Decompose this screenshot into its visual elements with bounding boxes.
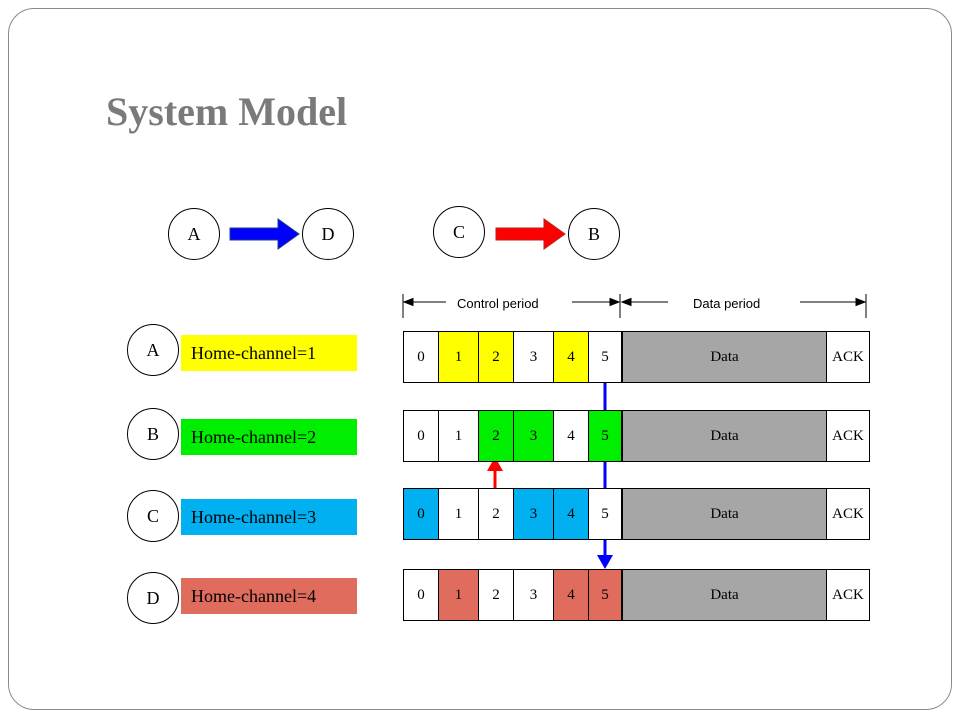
ack-block-a: ACK <box>826 331 870 383</box>
home-channel-label-c: Home-channel=3 <box>181 499 357 535</box>
node-circle-c: C <box>127 490 179 542</box>
flow-node-c: C <box>433 206 485 258</box>
flow-node-b: B <box>568 208 620 260</box>
slot-a-2: 2 <box>478 331 514 383</box>
node-circle-d: D <box>127 572 179 624</box>
data-block-a: Data <box>622 331 827 383</box>
slot-b-1: 1 <box>438 410 479 462</box>
data-period-label: Data period <box>693 296 761 311</box>
data-block-c: Data <box>622 488 827 540</box>
slot-a-0: 0 <box>403 331 439 383</box>
slot-c-5: 5 <box>588 488 622 540</box>
ack-block-c: ACK <box>826 488 870 540</box>
slot-b-4: 4 <box>553 410 589 462</box>
slot-b-5: 5 <box>588 410 622 462</box>
control-period-bracket <box>402 294 621 318</box>
node-circle-a: A <box>127 324 179 376</box>
control-period-label: Control period <box>457 296 539 311</box>
flow-node-a: A <box>168 208 220 260</box>
slot-d-4: 4 <box>553 569 589 621</box>
home-channel-label-d: Home-channel=4 <box>181 578 357 614</box>
slot-b-3: 3 <box>513 410 554 462</box>
slot-b-0: 0 <box>403 410 439 462</box>
data-period-bracket <box>620 294 867 318</box>
slot-c-1: 1 <box>438 488 479 540</box>
home-channel-label-b: Home-channel=2 <box>181 419 357 455</box>
slot-c-4: 4 <box>553 488 589 540</box>
data-block-b: Data <box>622 410 827 462</box>
slide-title: System Model <box>106 89 348 134</box>
home-channel-label-a: Home-channel=1 <box>181 335 357 371</box>
flow-arrow-a-to-d <box>229 218 300 250</box>
slide-frame <box>8 8 952 710</box>
slot-b-2: 2 <box>478 410 514 462</box>
slot-d-1: 1 <box>438 569 479 621</box>
node-circle-b: B <box>127 408 179 460</box>
slot-a-5: 5 <box>588 331 622 383</box>
slot-c-3: 3 <box>513 488 554 540</box>
slot-a-3: 3 <box>513 331 554 383</box>
flow-node-d: D <box>302 208 354 260</box>
ack-block-d: ACK <box>826 569 870 621</box>
slot-a-4: 4 <box>553 331 589 383</box>
ack-block-b: ACK <box>826 410 870 462</box>
slot-c-0: 0 <box>403 488 439 540</box>
data-block-d: Data <box>622 569 827 621</box>
slot-a-1: 1 <box>438 331 479 383</box>
slot-d-3: 3 <box>513 569 554 621</box>
slot-d-2: 2 <box>478 569 514 621</box>
slot-d-0: 0 <box>403 569 439 621</box>
slot-c-2: 2 <box>478 488 514 540</box>
flow-arrow-c-to-b <box>495 218 566 250</box>
slot-d-5: 5 <box>588 569 622 621</box>
